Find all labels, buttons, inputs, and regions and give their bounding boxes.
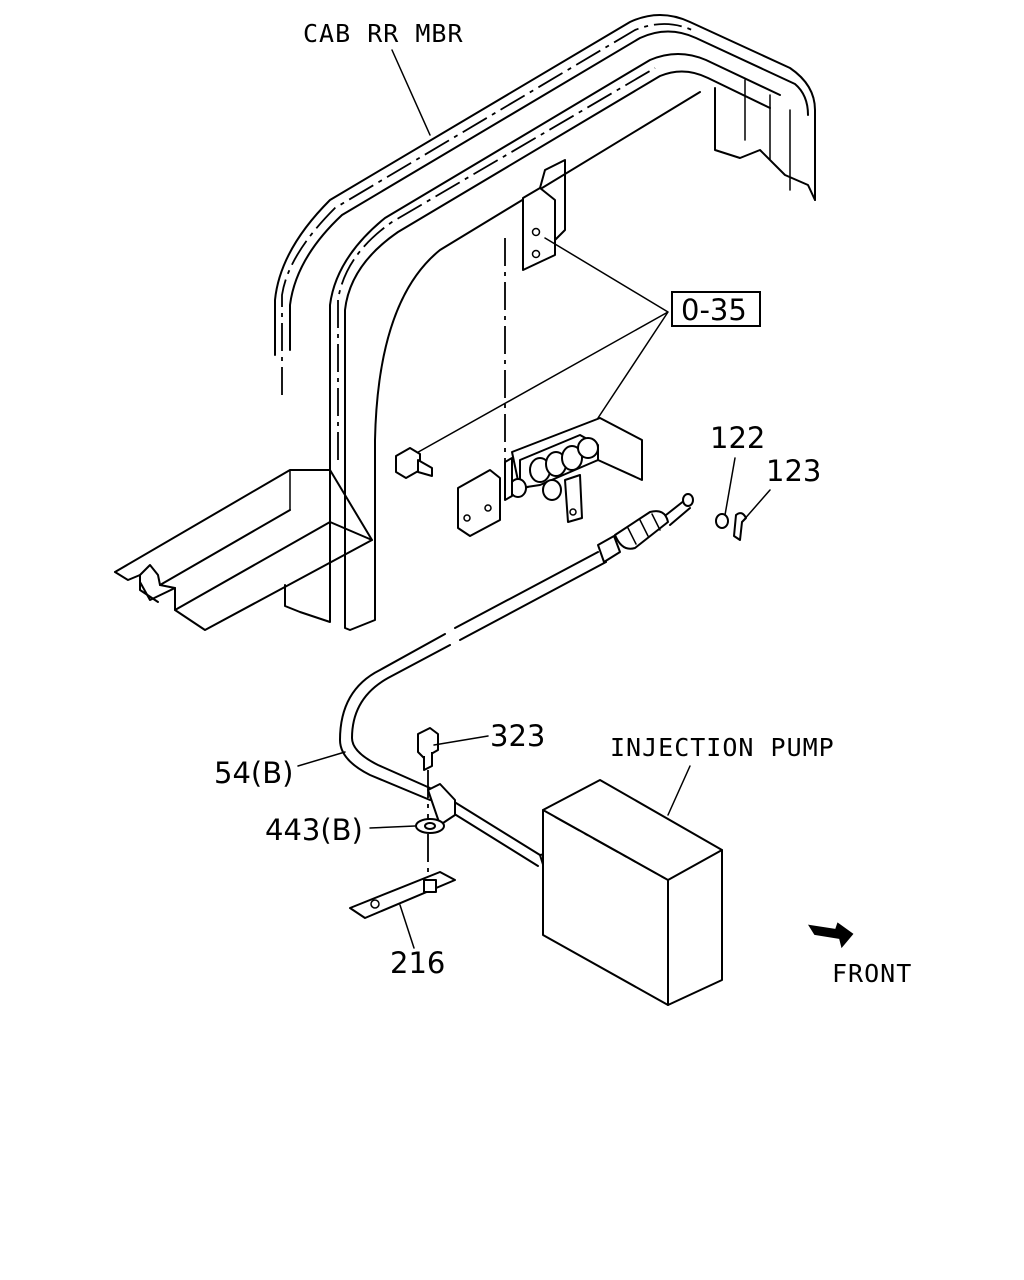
label-123: 123 — [766, 454, 821, 488]
label-323: 323 — [490, 719, 545, 753]
ref-box — [671, 291, 761, 327]
label-ref-box: 0-35 — [681, 293, 747, 327]
lever-assembly — [457, 417, 643, 537]
label-216: 216 — [390, 946, 445, 980]
mounting-bolt — [395, 447, 433, 479]
injection-pump — [542, 779, 723, 1006]
label-122: 122 — [710, 421, 765, 455]
upper-bracket — [522, 159, 566, 271]
front-arrow-icon — [807, 922, 854, 949]
ref-leader-lines — [412, 237, 669, 456]
pin-123 — [733, 512, 747, 541]
label-443b: 443(B) — [265, 813, 363, 847]
washer-122 — [715, 513, 729, 529]
callout-leaders — [297, 49, 771, 949]
cab-rear-member — [114, 14, 816, 631]
label-54b: 54(B) — [214, 756, 293, 790]
label-cab-rr-mbr: CAB RR MBR — [303, 19, 464, 48]
label-front: FRONT — [832, 959, 912, 988]
label-injection-pump: INJECTION PUMP — [610, 733, 835, 762]
clamp-assembly — [349, 727, 456, 919]
